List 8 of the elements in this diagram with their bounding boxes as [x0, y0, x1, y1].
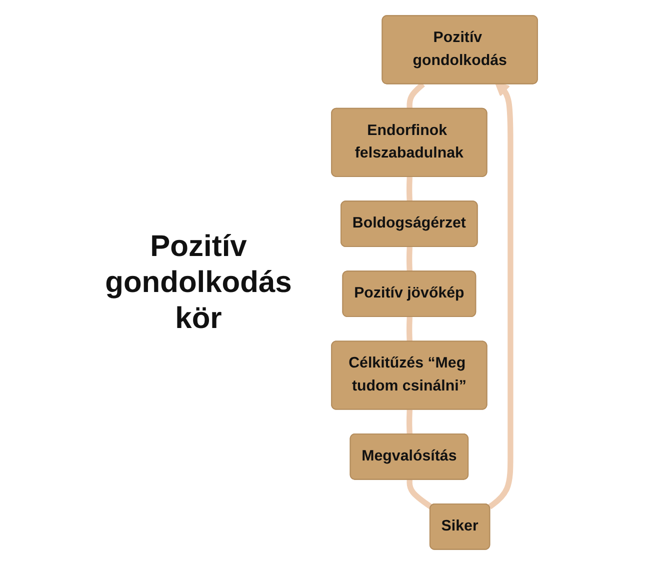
connector	[406, 316, 412, 342]
connector	[406, 408, 412, 436]
arrow	[487, 82, 513, 510]
diagram-title: Pozitív gondolkodás kör	[104, 228, 293, 336]
connector	[406, 478, 432, 510]
connector	[406, 176, 412, 202]
connector	[406, 82, 424, 110]
connector	[406, 246, 412, 272]
